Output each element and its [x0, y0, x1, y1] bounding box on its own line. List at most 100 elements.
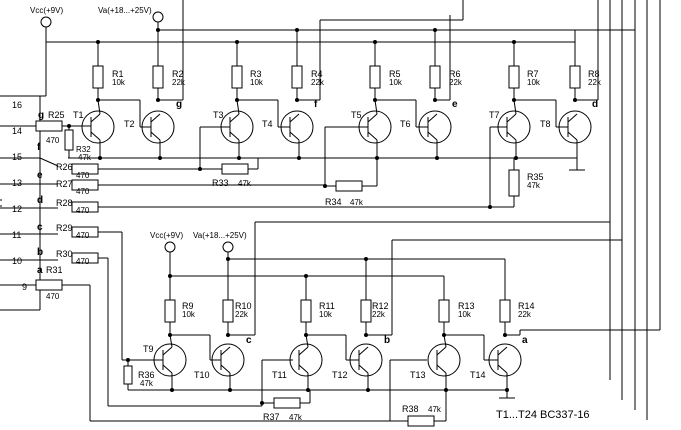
transistor-t2: T2: [98, 99, 175, 158]
resistor-r12: [360, 299, 372, 323]
pin-12: 12: [12, 204, 22, 214]
input-a-label: a: [37, 265, 43, 276]
r9-value: 10k: [182, 310, 196, 319]
pin-13: 13: [12, 178, 22, 188]
r33-value: 47k: [238, 179, 252, 188]
right-bus-wires: [182, 0, 661, 420]
bottom-resistor-row: R9 10k R10 22k R11 10k R12 22k R13 10k R…: [164, 257, 535, 335]
r6-value: 22k: [449, 78, 463, 87]
transistor-t10: T10: [170, 334, 245, 390]
r10-name: R10: [235, 301, 252, 311]
r26-value: 470: [76, 171, 90, 180]
segment-b-label: b: [384, 335, 390, 346]
transistor-t7: T7: [489, 99, 531, 158]
r37-value: 47k: [289, 413, 303, 422]
r31-name: R31: [46, 265, 63, 275]
pin-11: 11: [12, 230, 21, 240]
r12-value: 22k: [372, 310, 386, 319]
bottom-transistor-row: T9 R36 47k T10 T11: [123, 329, 660, 427]
va-top-supply: Va(+18...+25V): [98, 6, 635, 31]
transistor-t13: T13: [410, 334, 461, 390]
resistor-r1: [92, 65, 104, 89]
r34-name: R34: [325, 197, 342, 207]
resistor-r35: [508, 169, 520, 197]
r27-name: R27: [56, 179, 73, 189]
r36-name: R36: [138, 370, 155, 380]
r32-value: 47k: [78, 153, 92, 162]
resistor-r5: [369, 65, 381, 89]
segment-f-label: f: [314, 99, 318, 110]
resistor-r6: [429, 65, 441, 89]
top-transistor-row: T1 T2 T3: [68, 15, 598, 171]
r6-name: R6: [449, 69, 461, 79]
resistor-r11: [300, 299, 312, 323]
r34-value: 47k: [350, 198, 364, 207]
input-d-label: d: [37, 195, 43, 206]
transistor-t14: T14: [444, 334, 522, 399]
connector: 16 14 15 13 12 11 10 9: [0, 95, 41, 311]
r13-name: R13: [458, 301, 475, 311]
resistor-r10: [222, 299, 234, 323]
r30-value: 470: [76, 257, 90, 266]
r14-value: 22k: [518, 310, 532, 319]
t4-label: T4: [262, 119, 273, 129]
t1-label: T1: [73, 110, 84, 120]
vcc-top-label: Vcc(+9V): [30, 6, 63, 15]
pin-15: 15: [12, 152, 22, 162]
resistor-r31: [35, 279, 63, 291]
r10-value: 22k: [235, 310, 249, 319]
transistor-t4: T4: [237, 99, 314, 158]
input-f-label: f: [37, 142, 41, 153]
input-g-label: g: [38, 110, 44, 121]
r28-name: R28: [56, 198, 73, 208]
r25-value: 470: [46, 136, 60, 145]
t14-label: T14: [470, 370, 486, 380]
r31-value: 470: [46, 292, 60, 301]
input-resistors: g R25 470 R32 47k f R26 470 R33 47k e R: [0, 110, 544, 422]
t5-label: T5: [351, 110, 362, 120]
resistor-r2: [152, 65, 164, 89]
segment-g-label: g: [176, 99, 182, 110]
r1-name: R1: [112, 69, 124, 79]
r7-value: 10k: [527, 78, 541, 87]
r12-name: R12: [372, 301, 389, 311]
r37-name: R37: [263, 412, 280, 422]
t13-label: T13: [410, 370, 426, 380]
segment-c-label: c: [246, 335, 252, 346]
resistor-r8: [569, 65, 581, 89]
r2-name: R2: [172, 69, 184, 79]
r14-name: R14: [518, 301, 535, 311]
r4-name: R4: [311, 69, 323, 79]
resistor-r3: [231, 65, 243, 89]
t12-label: T12: [332, 370, 348, 380]
transistor-t6: T6: [375, 99, 452, 158]
r25-name: R25: [48, 110, 65, 120]
t10-label: T10: [194, 370, 210, 380]
r29-name: R29: [56, 223, 73, 233]
transistor-t12: T12: [306, 334, 383, 390]
resistor-r38: [407, 415, 435, 427]
r3-name: R3: [250, 69, 262, 79]
r27-value: 470: [76, 187, 90, 196]
r5-name: R5: [389, 69, 401, 79]
r32-name: R32: [76, 145, 91, 154]
segment-labels-bottom: c b a: [246, 335, 528, 346]
transistor-t3: T3: [213, 99, 254, 158]
t6-label: T6: [400, 119, 411, 129]
va-bottom-supply: Va(+18...+25V): [193, 221, 622, 335]
r26-name: R26: [56, 162, 73, 172]
pin-9: 9: [22, 282, 27, 292]
resistor-r32: [64, 129, 74, 151]
resistor-r7: [508, 65, 520, 89]
r33-name: R33: [212, 178, 229, 188]
input-e-label: e: [37, 170, 43, 181]
segment-e-label: e: [452, 99, 458, 110]
r38-value: 47k: [428, 405, 442, 414]
r8-name: R8: [588, 69, 600, 79]
vcc-bottom-label: Vcc(+9V): [150, 231, 183, 240]
pin-10: 10: [12, 256, 22, 266]
transistor-t11: T11: [272, 334, 323, 390]
resistor-r33: [221, 163, 249, 175]
r4-value: 22k: [311, 78, 325, 87]
